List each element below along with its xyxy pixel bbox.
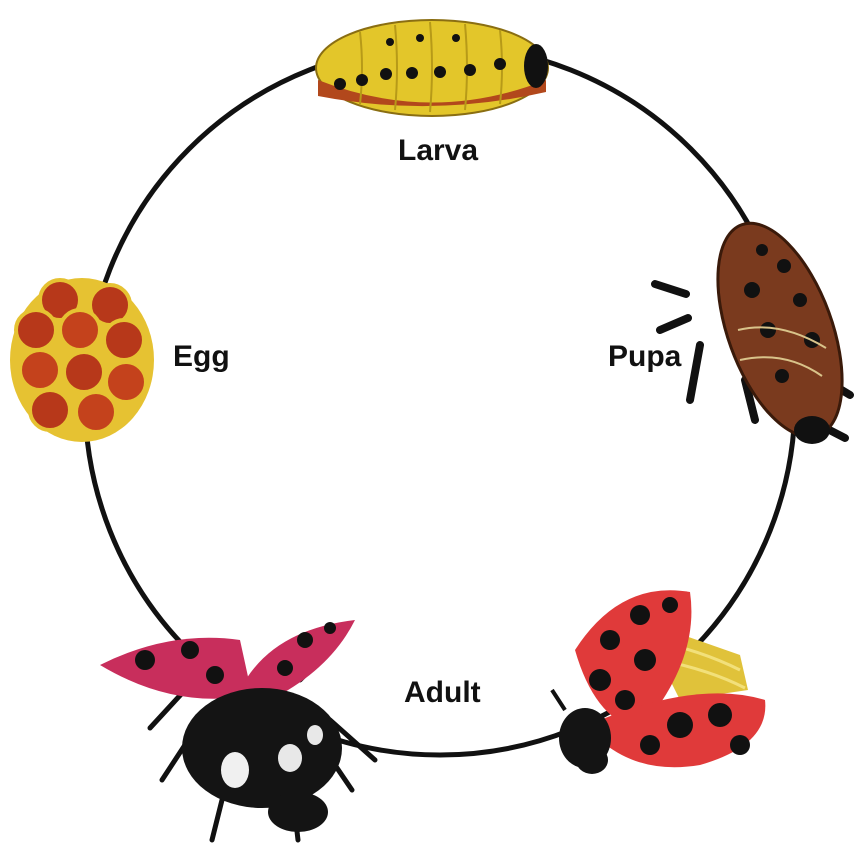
- pupa-label: Pupa: [608, 340, 681, 374]
- adult-label: Adult: [404, 676, 481, 710]
- pupa-model-icon: [655, 207, 867, 453]
- larva-label: Larva: [398, 134, 478, 168]
- adult-flying-ladybug-icon: [100, 620, 375, 840]
- egg-cluster-icon: [10, 278, 154, 442]
- egg-label: Egg: [173, 340, 230, 374]
- adult-emerging-ladybug-icon: [552, 590, 765, 774]
- larva-model-icon: [316, 20, 548, 116]
